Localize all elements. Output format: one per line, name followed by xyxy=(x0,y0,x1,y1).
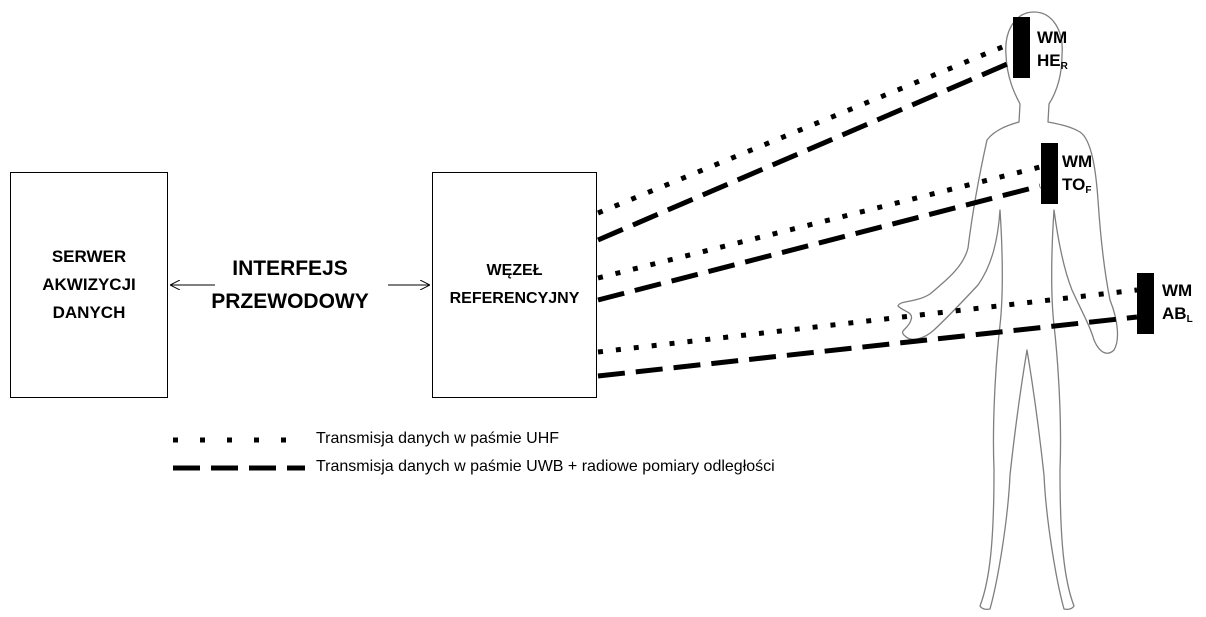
legend-uwb-text: Transmisja danych w paśmie UWB + radiowe… xyxy=(316,458,775,475)
sensor-marker-head xyxy=(1013,17,1030,78)
uhf-link-torso xyxy=(597,164,1041,281)
legend-uhf-text: Transmisja danych w paśmie UHF xyxy=(316,430,560,447)
server-box-label: SERWER AKWIZYCJI DANYCH xyxy=(42,247,136,322)
sensor-head-line2: HER xyxy=(1037,51,1068,72)
server-box: SERWER AKWIZYCJI DANYCH xyxy=(10,172,168,398)
sensor-label-torso: WM TOF xyxy=(1062,150,1092,202)
uwb-link-torso xyxy=(597,183,1041,303)
sensor-torso-line2: TOF xyxy=(1062,175,1092,196)
sensor-arm-line1: WM xyxy=(1162,281,1193,300)
uhf-link-head xyxy=(597,40,1013,216)
sensor-marker-arm xyxy=(1137,273,1154,334)
sensor-label-arm: WM ABL xyxy=(1162,279,1193,331)
uwb-link-head xyxy=(597,59,1013,243)
sensor-arm-line2: ABL xyxy=(1162,304,1193,325)
sensor-torso-line1: WM xyxy=(1062,152,1093,171)
sensor-marker-torso xyxy=(1041,143,1058,204)
node-box-label: WĘZEŁ REFERENCYJNY xyxy=(449,262,580,307)
sensor-head-line1: WM xyxy=(1037,28,1068,47)
human-body-silhouette xyxy=(897,11,1119,611)
sensor-label-head: WM HER xyxy=(1037,26,1068,78)
uhf-link-arm xyxy=(597,287,1138,355)
uwb-link-arm xyxy=(597,314,1138,379)
interface-label: INTERFEJS PRZEWODOWY xyxy=(211,257,369,313)
node-box: WĘZEŁ REFERENCYJNY xyxy=(432,172,597,398)
